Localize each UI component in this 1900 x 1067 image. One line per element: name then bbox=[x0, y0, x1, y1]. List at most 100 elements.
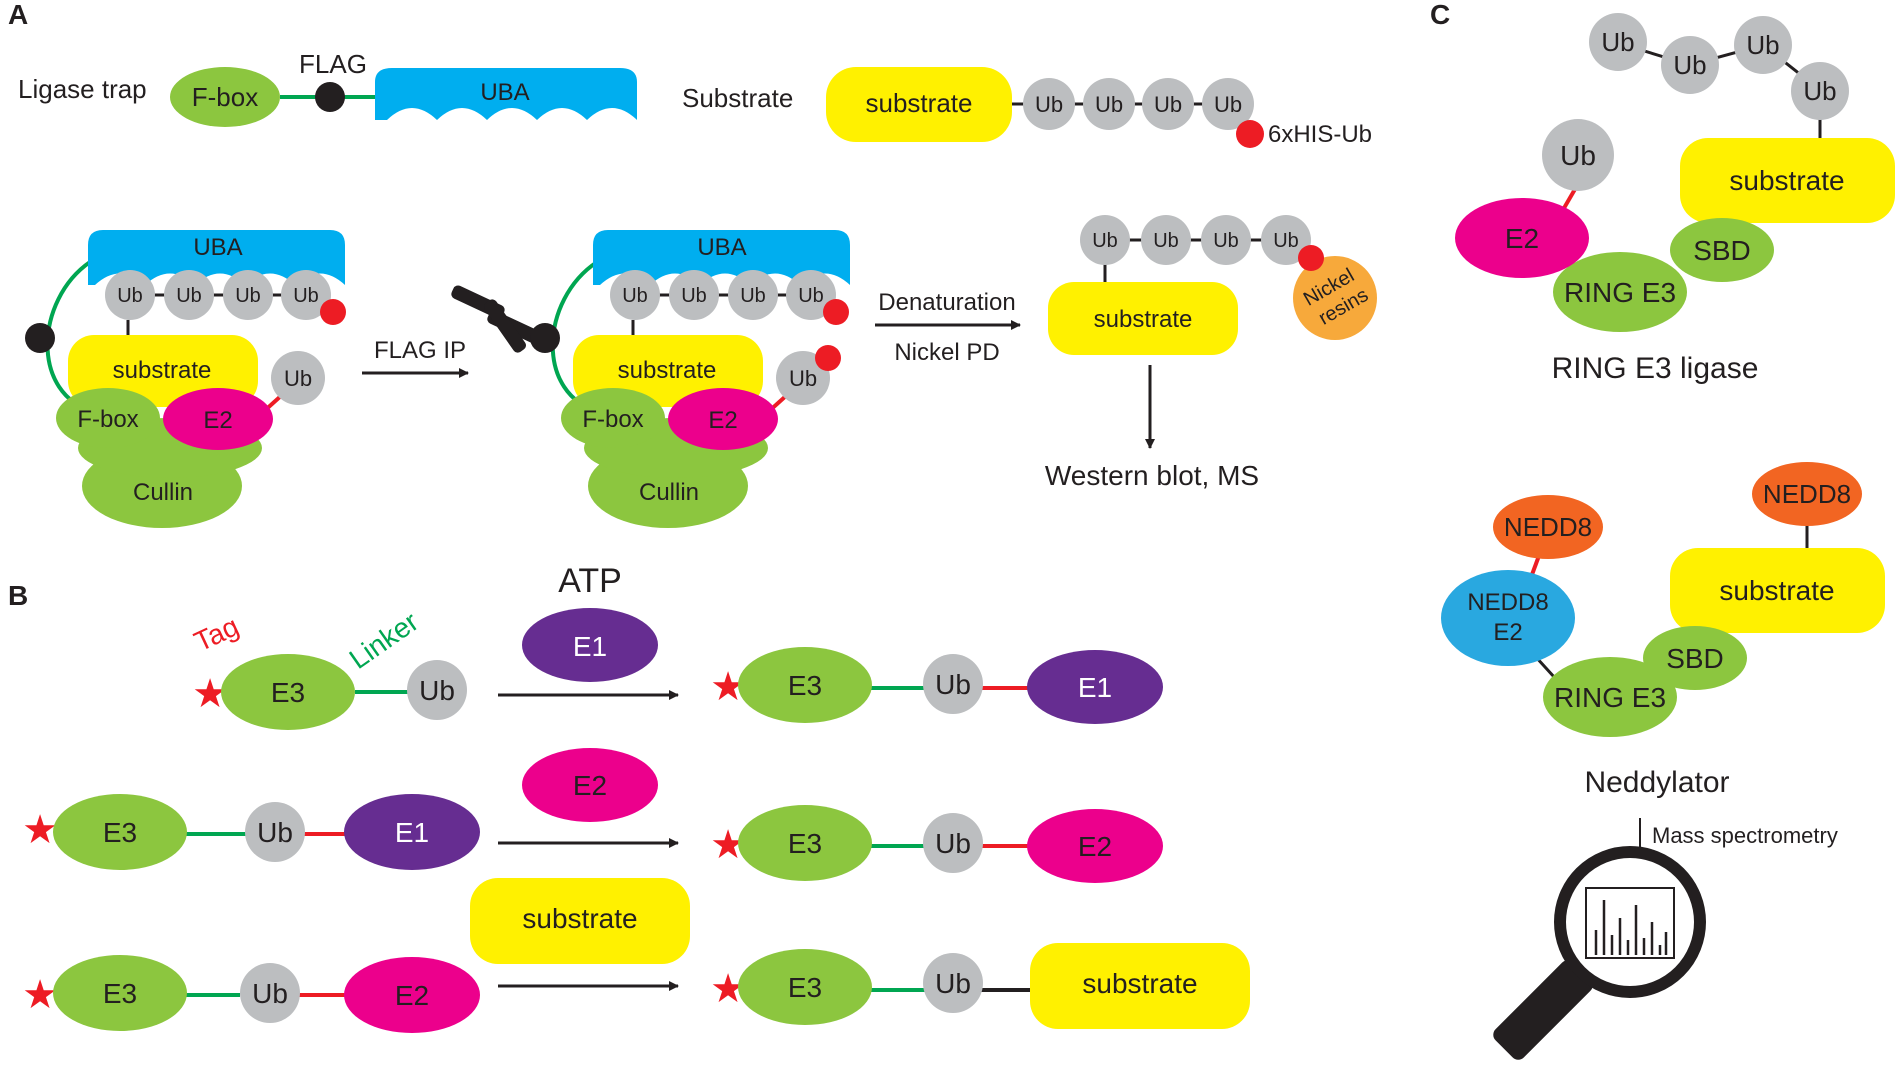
e3-ligase bbox=[53, 794, 187, 870]
ub-label: Ub bbox=[740, 285, 766, 307]
antibody-icon bbox=[451, 285, 541, 353]
ub-circle bbox=[923, 953, 983, 1013]
ub-label: Ub bbox=[1214, 92, 1242, 117]
e1-label: E1 bbox=[395, 817, 429, 848]
flag-tag bbox=[25, 323, 55, 353]
substrate-box-label: substrate bbox=[866, 88, 973, 118]
panel-b: B ATP Tag Linker ★ E3 Ub E1 ★ E3 Ub E1 bbox=[8, 562, 1250, 1033]
ub-circle bbox=[610, 270, 660, 320]
ub-label: Ub bbox=[1601, 27, 1634, 57]
e3-label: E3 bbox=[788, 828, 822, 859]
e1-enzyme bbox=[1027, 650, 1163, 724]
uba-label: UBA bbox=[480, 79, 529, 106]
e1-label: E1 bbox=[573, 631, 607, 662]
complex-after-ip: UBA Ub Ub Ub Ub Cullin substrate F-box U… bbox=[451, 230, 850, 528]
ub-label: Ub bbox=[1673, 50, 1706, 80]
row-e2-transfer: ★ E3 Ub E1 E2 ★ E3 Ub E2 bbox=[22, 748, 1163, 883]
his-tag bbox=[1298, 245, 1324, 271]
ub-label: Ub bbox=[1035, 92, 1063, 117]
ub-circle bbox=[271, 351, 325, 405]
ub-label: Ub bbox=[176, 285, 202, 307]
ub-label: Ub bbox=[252, 978, 288, 1009]
ub-label: Ub bbox=[935, 828, 971, 859]
e3-label: E3 bbox=[103, 978, 137, 1009]
substrate-box bbox=[470, 878, 690, 964]
e1-label: E1 bbox=[1078, 672, 1112, 703]
cullin-label: Cullin bbox=[133, 479, 193, 506]
uba-domain bbox=[375, 68, 637, 120]
sbd-label: SBD bbox=[1666, 643, 1724, 674]
complex-before-ip: UBA Ub Ub Ub Ub Cullin substrate F-box U… bbox=[25, 230, 346, 528]
substrate-box-label: substrate bbox=[113, 357, 212, 384]
ub-circle bbox=[407, 660, 467, 720]
ub-circle bbox=[164, 270, 214, 320]
uba-domain bbox=[593, 230, 850, 285]
e2-enzyme bbox=[163, 388, 273, 450]
e2-label: E2 bbox=[1078, 831, 1112, 862]
nickel-pd-label: Nickel PD bbox=[894, 339, 999, 366]
ring-e3-ligase-diagram: Ub Ub Ub Ub Ub substrate RING E3 SBD E2 … bbox=[1455, 13, 1895, 385]
ub-label: Ub bbox=[1213, 230, 1239, 252]
ub-label: Ub bbox=[1153, 230, 1179, 252]
ub-label: Ub bbox=[1095, 92, 1123, 117]
his-tag bbox=[1236, 120, 1264, 148]
sbd-domain bbox=[1670, 218, 1774, 282]
ub-label: Ub bbox=[1560, 140, 1596, 171]
row-e1-loading: ★ E3 Ub E1 ★ E3 Ub E1 bbox=[192, 608, 1163, 730]
ub-label: Ub bbox=[798, 285, 824, 307]
substrate-box bbox=[1670, 548, 1885, 633]
readout-label: Western blot, MS bbox=[1045, 460, 1259, 491]
ub-circle bbox=[1141, 215, 1191, 265]
substrate-box bbox=[826, 67, 1012, 142]
linker-label: Linker bbox=[344, 606, 424, 675]
substrate-box-label: substrate bbox=[1719, 575, 1834, 606]
neddylator-diagram: NEDD8 NEDD8 substrate NEDD8 E2 RING E3 S… bbox=[1441, 462, 1885, 869]
panel-a-label: A bbox=[8, 0, 28, 30]
pulldown-product: Ub Ub Ub Nickel resins Ub substrate bbox=[1048, 215, 1377, 355]
nedd8-e2-label: NEDD8 bbox=[1467, 589, 1548, 616]
e3-label: E3 bbox=[103, 817, 137, 848]
denaturation-label: Denaturation bbox=[878, 289, 1015, 316]
substrate-box bbox=[1030, 943, 1250, 1029]
fbox-label: F-box bbox=[77, 406, 138, 433]
e2-enzyme bbox=[522, 748, 658, 822]
e3-ligase bbox=[738, 647, 872, 723]
flag-tag bbox=[315, 82, 345, 112]
his-tag bbox=[815, 345, 841, 371]
his-tag bbox=[823, 299, 849, 325]
ub-circle bbox=[776, 351, 830, 405]
flag-tag bbox=[530, 323, 560, 353]
nickel-resin bbox=[1293, 256, 1377, 340]
substrate-box bbox=[1680, 138, 1895, 223]
ub-circle bbox=[1142, 78, 1194, 130]
ub-label: Ub bbox=[257, 817, 293, 848]
fbox-domain bbox=[170, 67, 280, 127]
ub-label: Ub bbox=[293, 285, 319, 307]
ub-label: Ub bbox=[1273, 230, 1299, 252]
substrate-box-label: substrate bbox=[1082, 968, 1197, 999]
e2-enzyme bbox=[1027, 809, 1163, 883]
ub-circle bbox=[1083, 78, 1135, 130]
tag-star: ★ bbox=[22, 973, 58, 1017]
ring-e3-domain bbox=[1543, 657, 1677, 737]
e2-label: E2 bbox=[573, 770, 607, 801]
sbd-domain bbox=[1643, 626, 1747, 690]
ub-circle bbox=[669, 270, 719, 320]
ub-circle bbox=[1080, 215, 1130, 265]
e2-enzyme bbox=[668, 388, 778, 450]
e2-label: E2 bbox=[708, 407, 737, 434]
magnifier-icon bbox=[1493, 846, 1706, 1060]
e3-ligase bbox=[738, 949, 872, 1025]
ub-circle bbox=[1023, 78, 1075, 130]
nedd8-label: NEDD8 bbox=[1763, 479, 1851, 509]
ub-label: Ub bbox=[1746, 30, 1779, 60]
his-tag bbox=[320, 299, 346, 325]
ub-circle bbox=[1791, 62, 1849, 120]
ub-circle bbox=[1661, 36, 1719, 94]
uba-label: UBA bbox=[697, 234, 746, 261]
atp-label: ATP bbox=[558, 562, 622, 600]
fbox-domain bbox=[56, 388, 160, 448]
e3-label: E3 bbox=[788, 670, 822, 701]
nedd8 bbox=[1752, 462, 1862, 526]
